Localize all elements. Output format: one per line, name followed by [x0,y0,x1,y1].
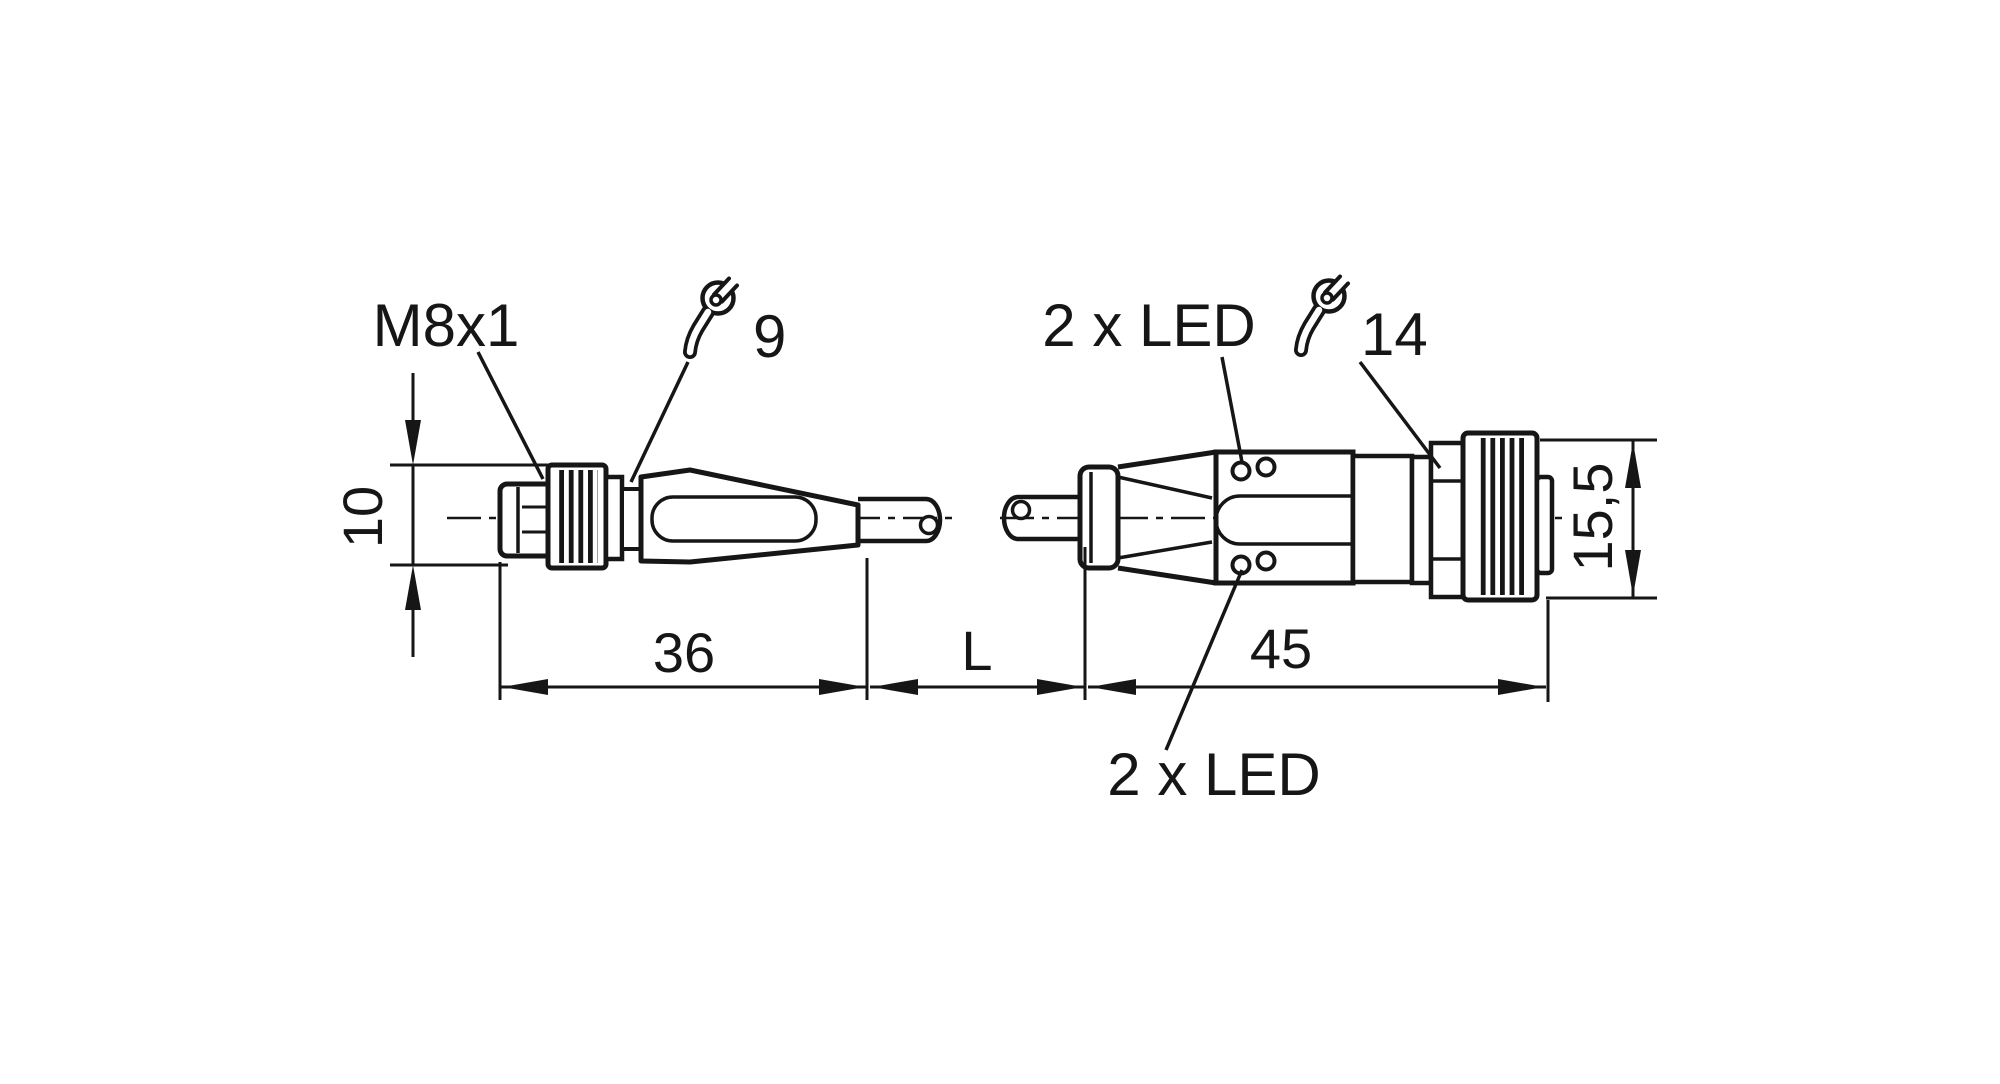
led-window-bottom-2 [1255,550,1277,572]
led-top-label: 2 x LED [1042,292,1255,359]
cable-stub-left [858,496,943,544]
dimension-diameter-15-5 [1540,438,1657,600]
cable-end-core-left [918,514,940,536]
left-connector-m8-male [497,462,943,571]
arrowhead [872,679,918,695]
dimension-15-5-label: 15,5 [1561,463,1624,572]
leader-led-top [1220,356,1244,463]
leader-m8x1 [476,351,545,480]
cable-stub-right [1001,494,1085,542]
dimension-length-36 [498,558,869,700]
arrowhead [405,420,421,465]
arrowhead [405,565,421,610]
socket-front-sleeve [1534,474,1555,576]
thread-size-label: M8x1 [373,292,520,359]
arrowhead [1625,442,1641,488]
wrench-size-14-label: 14 [1361,301,1428,368]
grip-body-slot [1214,494,1412,546]
leader-lines [476,351,1442,751]
coupling-flange [1409,454,1434,586]
arrowhead [1090,679,1136,695]
arrowhead [1625,550,1641,596]
right-connector-female [1001,430,1555,603]
dimension-diameter-10 [390,373,558,657]
m8-boot-slot [650,495,818,543]
dimension-length-45 [1083,547,1550,702]
dimension-cable-length-L [870,679,1085,695]
arrowhead [1498,679,1544,695]
dimension-L-label: L [961,619,992,682]
arrowhead [502,679,548,695]
m12-knurl-hatch [1477,438,1527,595]
arrowhead [819,679,865,695]
hex-section [1428,440,1466,600]
m8-neck [620,487,643,551]
arrowhead [1037,679,1083,695]
m8-knurl-hatch [557,470,598,563]
wrench-icon-right [1294,269,1355,357]
led-bottom-label: 2 x LED [1107,741,1320,808]
leader-led-bottom [1164,569,1244,751]
leader-wrench-14 [1358,360,1442,470]
led-window-top-2 [1255,456,1277,478]
grip-cone-inner-lines [1117,475,1213,560]
cable-end-core-right [1010,499,1032,521]
dimension-10-label: 10 [331,486,394,548]
wrench-size-9-label: 9 [753,303,786,370]
wrench-icon-left [683,271,744,359]
m8-rear-ring [603,474,625,562]
coupling-neck [1350,453,1415,585]
dimension-36-label: 36 [653,621,715,684]
grip-cone [1117,449,1217,586]
leader-wrench-9 [629,361,690,483]
led-window-top-1 [1230,460,1252,482]
dimension-45-label: 45 [1250,617,1312,680]
m8-grip-boot [638,467,861,565]
